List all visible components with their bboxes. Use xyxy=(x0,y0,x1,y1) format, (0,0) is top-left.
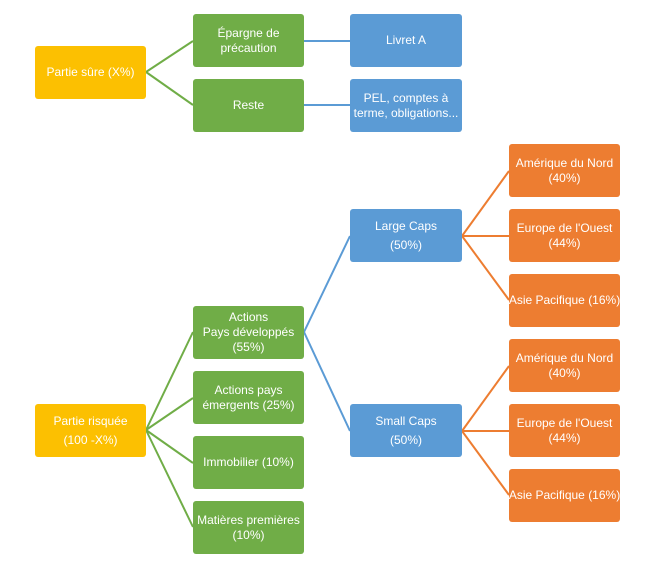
node-line: PEL, comptes à xyxy=(363,90,449,105)
link-dev-small xyxy=(303,331,351,432)
link-sure-epargne xyxy=(145,40,194,73)
node-line: (55%) xyxy=(232,340,265,354)
node-small-caps: Small Caps (50%) xyxy=(350,404,462,457)
node-line: Asie Pacifique (16%) xyxy=(508,488,621,502)
node-lc-amerique-du-nord: Amérique du Nord (40%) xyxy=(509,144,620,197)
node-sc-amerique-du-nord: Amérique du Nord (40%) xyxy=(509,339,620,392)
node-line: Asie Pacifique (16%) xyxy=(508,293,621,307)
node-line: Matières premières xyxy=(197,512,300,527)
node-partie-risquee: Partie risquée (100 -X%) xyxy=(35,404,146,457)
node-sc-asie-pacifique: Asie Pacifique (16%) xyxy=(509,469,620,522)
link-risquee-emer xyxy=(145,397,194,431)
link-sure-reste xyxy=(145,71,194,106)
node-line: Europe de l'Ouest xyxy=(516,220,613,235)
node-actions-pays-developpes: Actions Pays développés (55%) xyxy=(193,306,304,359)
node-large-caps: Large Caps (50%) xyxy=(350,209,462,262)
node-lc-europe-de-l-ouest: Europe de l'Ouest (44%) xyxy=(509,209,620,262)
node-epargne-precaution: Épargne de précaution xyxy=(193,14,304,67)
node-line: (50%) xyxy=(389,237,422,252)
node-line: (50%) xyxy=(389,432,422,447)
link-risquee-matieres xyxy=(145,429,194,528)
node-line: émergents (25%) xyxy=(202,397,295,412)
link-risquee-immo xyxy=(145,429,194,464)
node-line: Small Caps xyxy=(375,413,437,428)
node-line: Actions pays xyxy=(214,382,283,397)
node-line: Reste xyxy=(232,98,265,112)
node-actions-pays-emergents: Actions pays émergents (25%) xyxy=(193,371,304,424)
node-line: Europe de l'Ouest xyxy=(516,415,613,430)
node-line: Large Caps xyxy=(374,218,438,233)
node-line: (44%) xyxy=(548,430,581,445)
node-lc-asie-pacifique: Asie Pacifique (16%) xyxy=(509,274,620,327)
node-reste: Reste xyxy=(193,79,304,132)
node-line: terme, obligations... xyxy=(353,105,459,120)
link-risquee-dev xyxy=(145,331,194,431)
node-pel: PEL, comptes à terme, obligations... xyxy=(350,79,462,132)
node-sc-europe-de-l-ouest: Europe de l'Ouest (44%) xyxy=(509,404,620,457)
node-livret-a: Livret A xyxy=(350,14,462,67)
link-large-asie xyxy=(461,235,510,301)
node-line: Actions xyxy=(228,310,269,324)
node-line: Partie sûre (X%) xyxy=(46,65,135,79)
node-line: (40%) xyxy=(548,365,581,380)
node-line: précaution xyxy=(220,40,277,55)
link-small-amerique xyxy=(461,365,510,432)
node-partie-sure: Partie sûre (X%) xyxy=(35,46,146,99)
node-immobilier: Immobilier (10%) xyxy=(193,436,304,489)
node-matieres-premieres: Matières premières (10%) xyxy=(193,501,304,554)
node-line: Épargne de xyxy=(217,25,280,40)
node-line: Amérique du Nord xyxy=(515,155,614,170)
link-dev-large xyxy=(303,235,351,333)
node-line: Amérique du Nord xyxy=(515,350,614,365)
link-large-amerique xyxy=(461,170,510,237)
node-line: Partie risquée xyxy=(53,413,128,428)
node-line: (100 -X%) xyxy=(63,432,118,447)
node-line: Pays développés xyxy=(202,325,295,339)
node-line: (40%) xyxy=(548,170,581,185)
link-small-asie xyxy=(461,430,510,496)
node-line: Immobilier (10%) xyxy=(203,455,294,469)
node-line: (44%) xyxy=(548,235,581,250)
node-line: (10%) xyxy=(232,527,265,542)
node-line: Livret A xyxy=(385,33,427,47)
